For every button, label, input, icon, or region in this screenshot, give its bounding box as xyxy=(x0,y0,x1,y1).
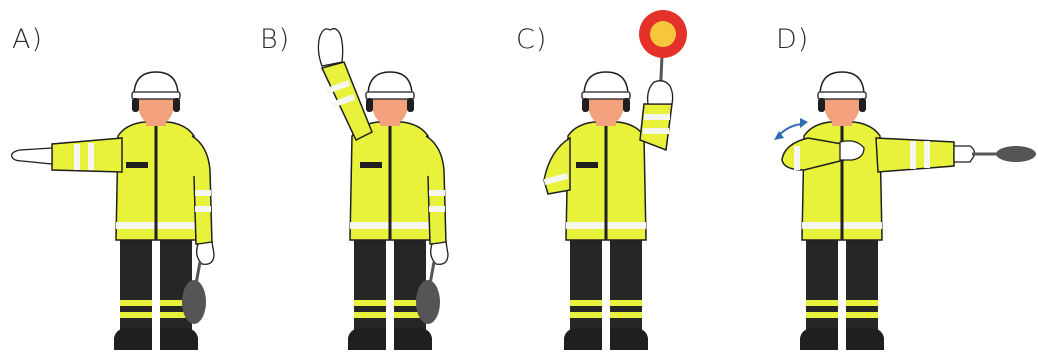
head xyxy=(818,72,866,126)
head xyxy=(132,72,180,126)
panel-c: C) xyxy=(508,0,768,356)
glove-extended xyxy=(954,146,975,162)
panel-a: A) xyxy=(0,0,260,356)
paddle xyxy=(972,146,1036,162)
pants xyxy=(564,238,648,350)
head xyxy=(582,72,630,126)
jacket xyxy=(52,122,212,244)
glove-right xyxy=(197,242,214,264)
figure-a xyxy=(0,0,260,356)
head xyxy=(366,72,414,126)
motion-arrow-icon xyxy=(774,118,808,140)
glove-raised xyxy=(318,29,342,66)
glove-raised xyxy=(648,81,673,104)
figure-d xyxy=(764,0,1024,356)
figure-c xyxy=(508,0,768,356)
glove-chest xyxy=(840,141,864,160)
jacket xyxy=(782,122,954,240)
panel-d: D) xyxy=(764,0,1024,356)
glove-left xyxy=(12,148,52,164)
figure-b xyxy=(252,0,512,356)
pants xyxy=(800,238,884,350)
panel-b: B) xyxy=(252,0,512,356)
glove-right xyxy=(431,242,448,264)
